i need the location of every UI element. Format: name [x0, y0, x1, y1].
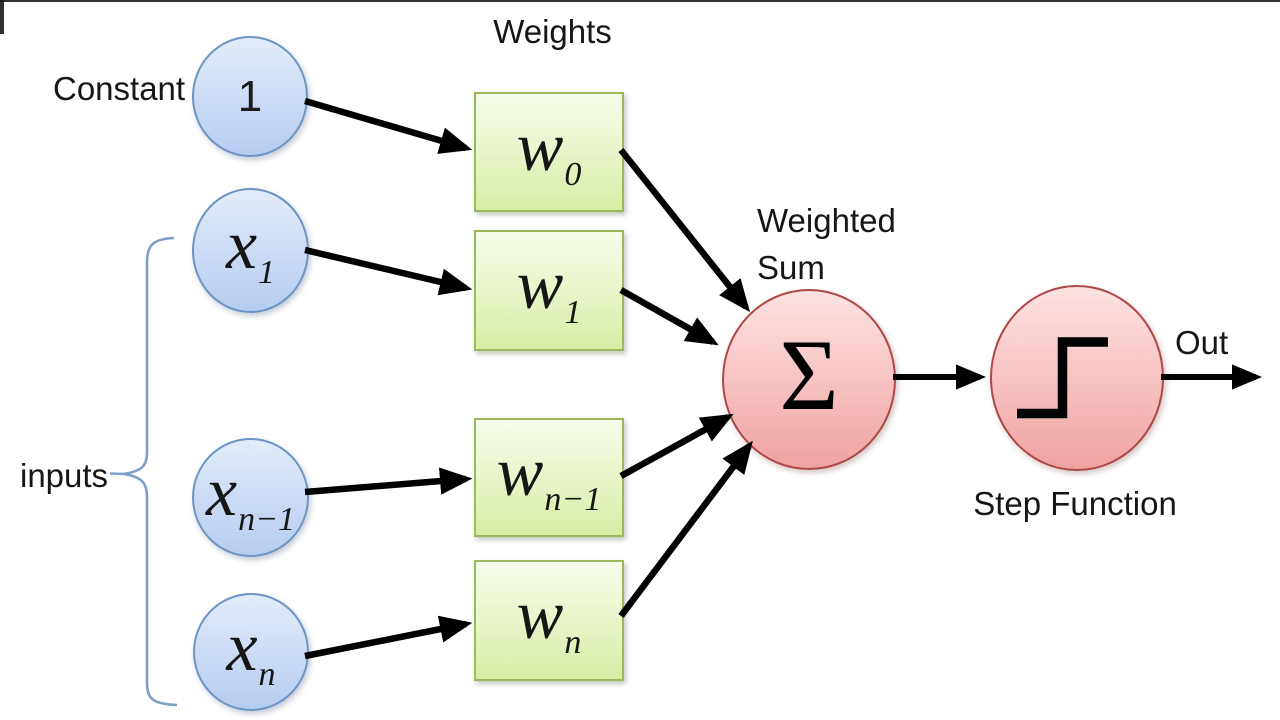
- wn-1-base: w: [496, 434, 544, 511]
- constant-node-value: 1: [237, 71, 263, 121]
- weight-node-w0: w0: [474, 92, 624, 212]
- input-node-xn-1-label: xn−1: [206, 458, 295, 537]
- wn-base: w: [516, 577, 564, 654]
- step-function-node: [990, 285, 1164, 471]
- input-node-xn-label: xn: [226, 612, 276, 693]
- constant-node: 1: [192, 36, 308, 157]
- step-function-label: Step Function: [973, 485, 1177, 522]
- xn-base: x: [226, 608, 258, 686]
- weighted-sum-node: Σ: [722, 289, 896, 470]
- input-node-x1-label: x1: [226, 211, 275, 290]
- weight-node-wn-1: wn−1: [474, 418, 624, 537]
- weighted-sum-label-line1: Weighted: [757, 202, 896, 239]
- wn-subscript: n: [564, 624, 582, 661]
- inputs-brace-connector: [109, 472, 125, 476]
- input-node-xn-1: xn−1: [192, 438, 309, 557]
- x1-base: x: [225, 207, 258, 284]
- input-node-x1: x1: [192, 188, 309, 313]
- out-label: Out: [1175, 324, 1229, 361]
- arrow-wn-1-to-sum: [619, 413, 734, 479]
- arrow-xn-1-to-wn-1: [304, 467, 473, 496]
- inputs-brace: [123, 236, 178, 707]
- x1-subscript: 1: [258, 254, 276, 291]
- arrow-w1-to-sum: [619, 287, 719, 346]
- weight-node-wn: wn: [474, 560, 624, 681]
- arrow-x1-to-w1: [304, 246, 473, 296]
- weighted-sum-label: Weighted Sum: [757, 197, 896, 291]
- wn-1-subscript: n−1: [544, 481, 602, 518]
- xn-1-base: x: [205, 454, 238, 531]
- w0-subscript: 0: [564, 155, 582, 193]
- w0-base: w: [516, 108, 564, 186]
- arrow-xn-to-wn: [304, 615, 473, 660]
- xn-subscript: n: [258, 655, 276, 693]
- arrow-wn-to-sum: [618, 440, 753, 618]
- arrow-w0-to-sum: [618, 147, 751, 313]
- inputs-label: inputs: [20, 457, 109, 494]
- xn-1-subscript: n−1: [238, 501, 296, 538]
- weights-label: Weights: [493, 13, 612, 50]
- weighted-sum-label-line2: Sum: [757, 249, 825, 286]
- weight-node-w0-label: w0: [517, 112, 582, 193]
- weight-node-wn-1-label: wn−1: [497, 438, 602, 517]
- weight-node-wn-label: wn: [517, 581, 582, 660]
- w1-base: w: [516, 247, 564, 324]
- w1-subscript: 1: [564, 294, 582, 331]
- constant-label: Constant: [53, 70, 186, 107]
- corner-edge-artifact: [0, 0, 4, 34]
- weight-node-w1: w1: [474, 230, 624, 351]
- input-node-xn: xn: [193, 593, 309, 711]
- top-edge-artifact: [0, 0, 1280, 2]
- arrow-constant-to-w0: [304, 97, 473, 154]
- sigma-symbol: Σ: [779, 318, 839, 432]
- weight-node-w1-label: w1: [517, 251, 582, 330]
